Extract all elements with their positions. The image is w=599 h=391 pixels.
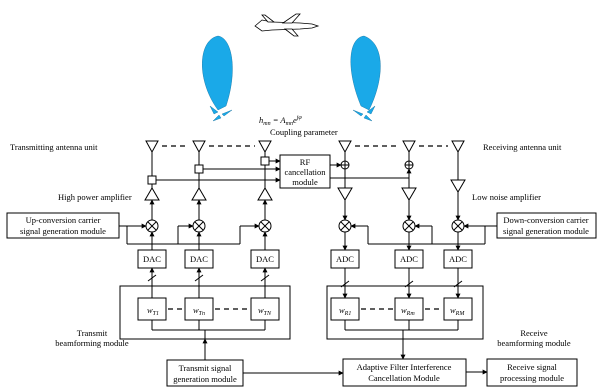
high-power-amplifiers <box>144 187 273 201</box>
transmit-beamforming-label-2: beamforming module <box>55 338 129 348</box>
svg-text:wR1: wR1 <box>339 305 351 317</box>
summing-junctions <box>340 160 414 170</box>
receive-beamforming-module: wR1 wRm wRM <box>326 285 484 340</box>
down-conversion-carrier-module: Down-conversion carrier signal generatio… <box>496 212 597 239</box>
svg-text:DAC: DAC <box>143 254 161 264</box>
svg-text:Up-conversion carrier: Up-conversion carrier <box>26 215 101 225</box>
transmit-beam <box>202 35 233 122</box>
svg-text:Receive signal: Receive signal <box>507 362 557 372</box>
low-noise-amplifiers <box>337 179 466 201</box>
svg-text:DAC: DAC <box>256 254 274 264</box>
coupling-formula: hmn = Amnejφ <box>259 115 302 127</box>
svg-text:generation module: generation module <box>173 374 237 384</box>
receiving-antenna-unit-label: Receiving antenna unit <box>483 142 562 152</box>
svg-text:signal generation module: signal generation module <box>503 226 589 236</box>
adc-boxes: ADC ADC ADC <box>330 249 473 269</box>
svg-text:ADC: ADC <box>449 254 467 264</box>
svg-text:RF: RF <box>300 157 311 167</box>
receive-signal-processing-module: Receive signal processing module <box>486 358 578 387</box>
svg-text:DAC: DAC <box>190 254 208 264</box>
svg-text:cancellation: cancellation <box>284 167 326 177</box>
svg-text:wTn: wTn <box>193 305 205 317</box>
svg-text:wRm: wRm <box>401 305 415 317</box>
transmit-beamforming-label-1: Transmit <box>77 328 108 338</box>
svg-text:Down-conversion carrier: Down-conversion carrier <box>503 215 588 225</box>
coupling-parameter-label: Coupling parameter <box>270 127 338 137</box>
dac-boxes: DAC DAC DAC <box>137 249 280 269</box>
up-conversion-carrier-module: Up-conversion carrier signal generation … <box>6 212 120 239</box>
svg-text:signal generation module: signal generation module <box>20 226 106 236</box>
svg-text:wT1: wT1 <box>147 305 159 317</box>
transmitting-antenna-unit-label: Transmitting antenna unit <box>10 142 98 152</box>
transmit-antennas <box>145 140 272 176</box>
aircraft-icon <box>254 13 320 37</box>
receive-antennas <box>338 140 465 180</box>
high-power-amplifier-label: High power amplifier <box>58 192 132 202</box>
low-noise-amplifier-label: Low noise amplifier <box>472 192 541 202</box>
rf-cancellation-module: RF cancellation module <box>279 154 331 189</box>
receive-beamforming-label-1: Receive <box>520 328 548 338</box>
receive-beam <box>350 35 381 122</box>
svg-text:Cancellation Module: Cancellation Module <box>368 373 440 383</box>
svg-text:ADC: ADC <box>400 254 418 264</box>
transmit-signal-generation-module: Transmit signal generation module <box>166 359 244 387</box>
svg-text:module: module <box>292 177 318 187</box>
svg-text:wTN: wTN <box>258 305 272 317</box>
adaptive-filter-module: Adaptive Filter Interference Cancellatio… <box>342 358 467 387</box>
svg-text:ADC: ADC <box>336 254 354 264</box>
svg-text:Transmit signal: Transmit signal <box>179 363 232 373</box>
svg-text:wRM: wRM <box>450 305 465 317</box>
receive-beamforming-label-2: beamforming module <box>497 338 571 348</box>
svg-text:processing module: processing module <box>500 373 564 383</box>
svg-text:Adaptive Filter Interference: Adaptive Filter Interference <box>357 362 452 372</box>
